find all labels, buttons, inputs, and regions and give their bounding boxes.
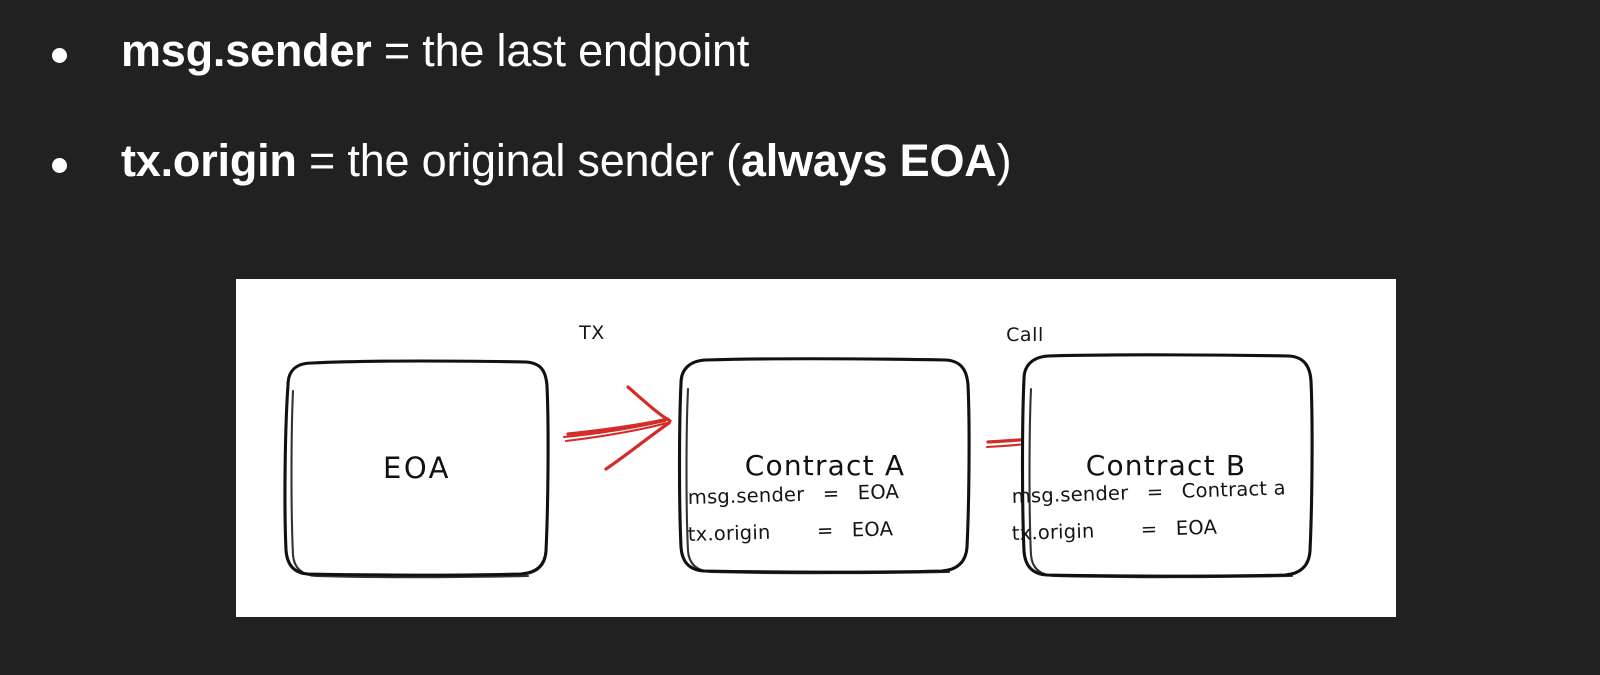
annotation-key: msg.sender [1011,481,1129,508]
annotation-value: EOA [1175,516,1217,540]
bullet-term: tx.origin [121,134,297,186]
annotation-contract-a: msg.sender = EOA tx.origin = EOA [687,480,899,546]
annotation-line: msg.sender = EOA [687,480,899,509]
bullet-term: msg.sender [121,25,372,76]
bullet-list: msg.sender = the last endpoint tx.origin… [0,0,1600,241]
annotation-value: EOA [852,517,894,541]
annotation-key: msg.sender [687,483,805,509]
bullet-dot-icon [52,48,67,63]
bullet-paren-close: ) [996,134,1012,186]
annotation-key: tx.origin [1011,519,1094,545]
node-label-contract-a: Contract A [745,449,906,482]
edge-label-call: Call [1006,324,1044,346]
node-contract-a: Contract A [677,357,971,575]
annotation-key: tx.origin [687,521,770,546]
annotation-eq: = [817,519,834,542]
bullet-suffix-emphasis: always EOA [740,134,997,186]
annotation-line: tx.origin = EOA [687,517,893,546]
bullet-rest: = the last endpoint [371,25,750,76]
bullet-text: msg.sender = the last endpoint [121,22,749,80]
node-label-eoa: EOA [383,451,451,485]
list-item: tx.origin = the original sender (always … [0,132,1600,190]
annotation-value: Contract a [1181,476,1286,502]
node-contract-b: Contract B [1020,353,1314,579]
annotation-contract-b: msg.sender = Contract a tx.origin = EOA [1011,476,1286,545]
node-label-contract-b: Contract B [1086,449,1247,482]
annotation-eq: = [1146,480,1163,504]
annotation-value: EOA [857,480,899,504]
bullet-rest: = the original sender [296,134,727,186]
bullet-paren-open: ( [726,134,741,186]
annotation-line: msg.sender = Contract a [1011,476,1286,508]
edge-label-tx: TX [578,322,605,344]
bullet-dot-icon [52,157,67,173]
annotation-eq: = [822,482,839,505]
annotation-eq: = [1140,517,1157,541]
list-item: msg.sender = the last endpoint [0,22,1600,80]
node-eoa: EOA [283,359,550,579]
bullet-text: tx.origin = the original sender (always … [121,132,1012,190]
edge-tx: TX [562,322,672,471]
diagram-panel: EOA TX Contract A [236,279,1396,617]
annotation-line: tx.origin = EOA [1011,516,1217,545]
flow-diagram: EOA TX Contract A [283,322,1314,579]
